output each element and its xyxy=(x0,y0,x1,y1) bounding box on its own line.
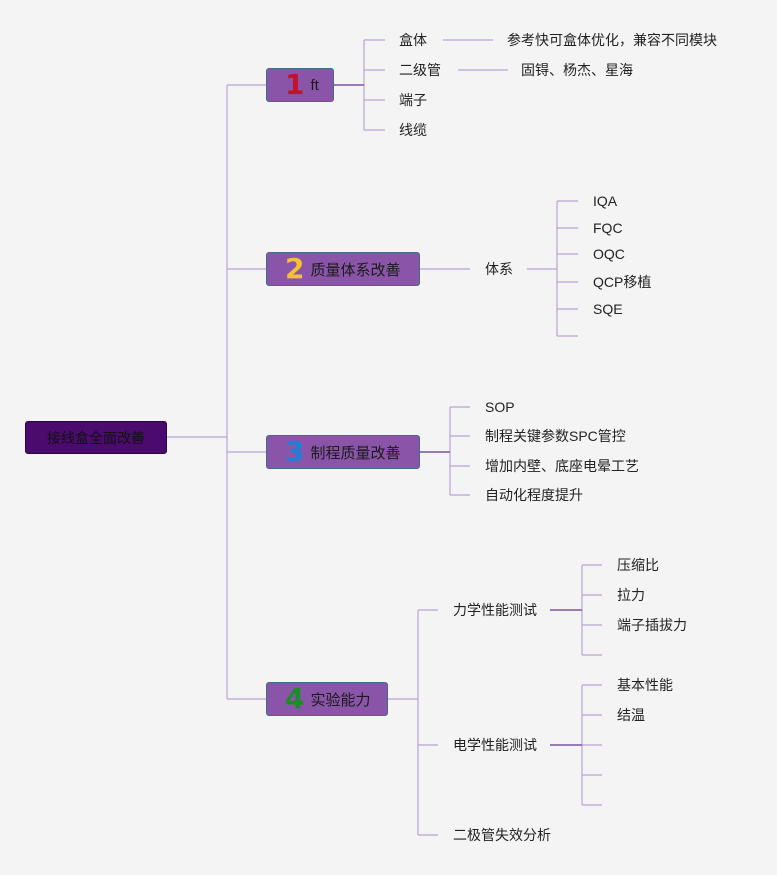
topic-system[interactable]: 体系 xyxy=(485,261,513,277)
topic-compression-ratio[interactable]: 压缩比 xyxy=(617,557,659,573)
topic-fqc[interactable]: FQC xyxy=(593,220,623,236)
branch-node-3[interactable]: 3 制程质量改善 xyxy=(266,435,420,469)
topic-mechanical-test[interactable]: 力学性能测试 xyxy=(453,602,537,618)
branch-number-1: 1 xyxy=(285,68,305,101)
topic-iqa[interactable]: IQA xyxy=(593,193,618,209)
topic-cable[interactable]: 线缆 xyxy=(399,122,427,138)
topic-tension[interactable]: 拉力 xyxy=(617,587,645,603)
branch-number-3: 3 xyxy=(285,435,305,468)
topic-note-box-body[interactable]: 参考快可盒体优化，兼容不同模块 xyxy=(507,32,717,48)
topic-junction-temp[interactable]: 结温 xyxy=(617,707,645,723)
branch-node-1[interactable]: 1 ft xyxy=(266,68,334,102)
topic-automation[interactable]: 自动化程度提升 xyxy=(485,487,583,503)
branch-number-4: 4 xyxy=(285,682,305,715)
branch-label-4: 实验能力 xyxy=(310,691,371,709)
branch-node-2[interactable]: 2 质量体系改善 xyxy=(266,252,420,286)
branch-label-2: 质量体系改善 xyxy=(310,261,401,279)
topic-terminal-plug-force[interactable]: 端子插拔力 xyxy=(617,617,687,633)
topic-oqc[interactable]: OQC xyxy=(593,246,625,262)
topic-sqe[interactable]: SQE xyxy=(593,301,623,317)
branch-label-3: 制程质量改善 xyxy=(310,444,401,462)
topic-basic-performance[interactable]: 基本性能 xyxy=(617,677,673,693)
branch-node-4[interactable]: 4 实验能力 xyxy=(266,682,388,716)
root-node[interactable]: 接线盒全面改善 xyxy=(25,421,167,454)
topic-electrical-test[interactable]: 电学性能测试 xyxy=(453,737,537,753)
branch-number-2: 2 xyxy=(285,252,305,285)
topic-note-diode[interactable]: 固锝、杨杰、星海 xyxy=(521,62,633,78)
topic-diode-failure-analysis[interactable]: 二极管失效分析 xyxy=(453,827,551,843)
topic-box-body[interactable]: 盒体 xyxy=(399,32,427,48)
topic-spc[interactable]: 制程关键参数SPC管控 xyxy=(485,428,626,444)
topic-qcp[interactable]: QCP移植 xyxy=(593,274,652,290)
branch-label-1: ft xyxy=(310,76,319,94)
topic-terminal[interactable]: 端子 xyxy=(399,92,427,108)
topic-sop[interactable]: SOP xyxy=(485,399,515,415)
topic-corona[interactable]: 增加内壁、底座电晕工艺 xyxy=(485,458,639,474)
root-label: 接线盒全面改善 xyxy=(47,429,145,446)
topic-diode[interactable]: 二级管 xyxy=(399,62,441,78)
